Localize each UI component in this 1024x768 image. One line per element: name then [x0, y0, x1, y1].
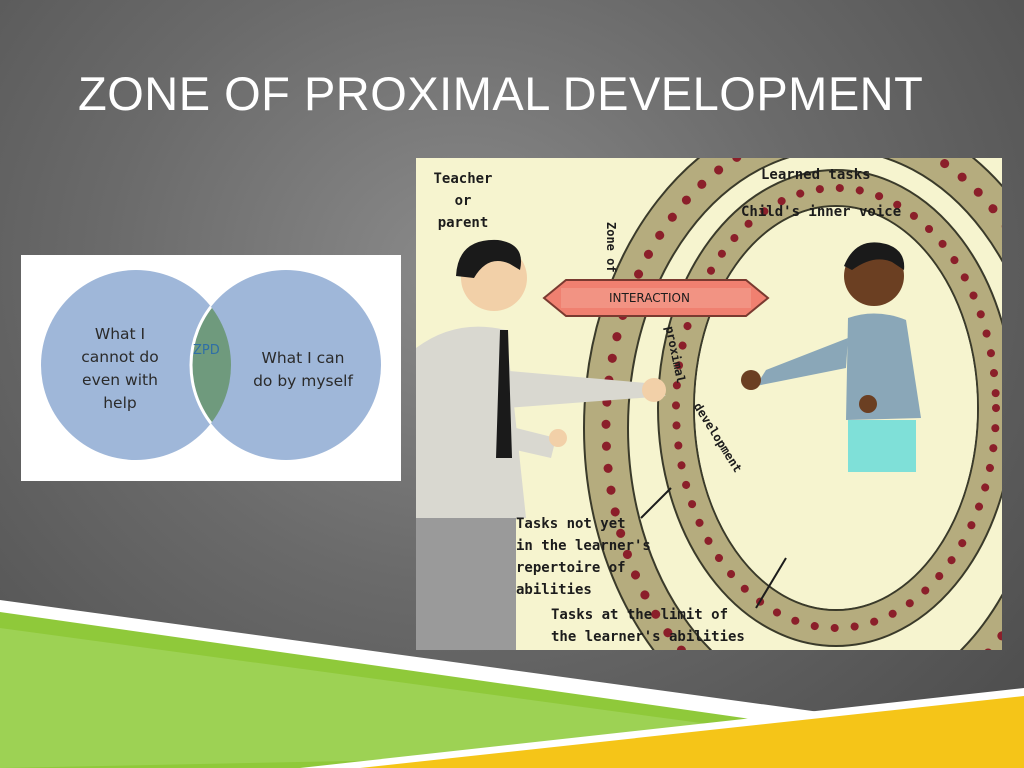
venn-left-label: What I cannot do even with help	[81, 325, 159, 412]
slide-title: ZONE OF PROXIMAL DEVELOPMENT	[78, 67, 924, 120]
decorative-stripes	[0, 600, 1024, 768]
teacher-figure	[416, 239, 666, 650]
venn-diagram-panel: What I cannot do even with help What I c…	[21, 255, 401, 481]
tasks-not-yet-label: Tasks not yet in the learner's repertoir…	[516, 516, 651, 598]
tasks-limit-label: Tasks at the limit of the learner's abil…	[551, 607, 745, 645]
zpd-label: ZPD	[193, 343, 220, 358]
interaction-banner	[542, 279, 770, 317]
child-figure	[741, 242, 921, 472]
outer-band-edge-inner	[627, 158, 1002, 650]
learned-tasks-label: Learned tasks	[761, 167, 871, 183]
zone-of-label: Zone of	[604, 222, 618, 273]
venn-diagram-graphic	[41, 270, 381, 460]
outer-band-dots	[601, 158, 1002, 650]
venn-circle-right-outline	[189, 270, 231, 460]
zpd-illustration-graphic	[416, 158, 1002, 650]
venn-circle-left	[41, 270, 231, 460]
teacher-label: Teacher or parent	[433, 171, 493, 231]
interaction-label: INTERACTION	[609, 291, 690, 305]
inner-band-edge-inner	[693, 205, 979, 611]
inner-band-edge-outer	[657, 169, 1002, 647]
zpd-illustration-panel: Teacher or parent Learned tasks Child's …	[416, 158, 1002, 650]
venn-right-label: What I can do by myself	[253, 349, 353, 390]
inner-band-dots	[672, 184, 1000, 632]
inner-voice-label: Child's inner voice	[741, 204, 902, 220]
pointer-line-not-yet	[640, 487, 672, 519]
pointer-line-limit	[755, 557, 787, 609]
outer-band-edge-outer	[583, 158, 1002, 650]
venn-circle-right	[191, 270, 381, 460]
